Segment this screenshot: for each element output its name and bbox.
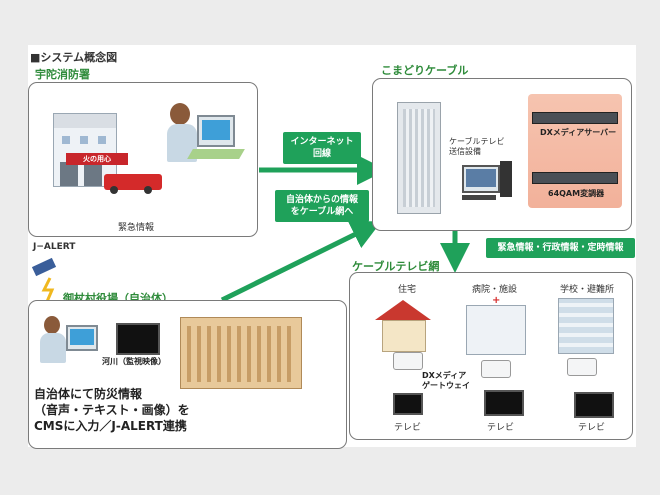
cable-title: こまどりケーブル <box>381 64 469 77</box>
modulator-unit <box>532 172 618 184</box>
site-school-label: 学校・避難所 <box>560 285 615 295</box>
network-title: ケーブルテレビ網 <box>352 260 440 273</box>
tv-label-hospital: テレビ <box>487 423 515 433</box>
keyboard-icon <box>462 195 496 200</box>
internet-line-tag: インターネット 回線 <box>283 132 361 164</box>
lightning-icon <box>41 277 55 305</box>
municipal-info-tag: 自治体からの情報 をケーブル網へ <box>275 190 369 222</box>
modulator-label: 64QAM変調器 <box>548 189 605 198</box>
pc-monitor-icon <box>462 165 500 193</box>
fire-prevention-sign: 火の用心 <box>66 153 128 165</box>
village-operator-head <box>44 316 60 334</box>
jalert-label: J−ALERT <box>33 242 76 252</box>
municipal-arrow <box>220 221 382 303</box>
site-home-label: 住宅 <box>398 285 417 295</box>
monitor-icon <box>197 115 235 147</box>
site-hospital-label: 病院・施設 <box>472 285 518 295</box>
gateway-device-home <box>393 352 423 370</box>
tv-label-home: テレビ <box>394 423 422 433</box>
house-icon <box>382 320 426 352</box>
pc-tower-icon <box>500 161 512 197</box>
cable-info-tag: 緊急情報・行政情報・定時情報 <box>486 238 635 258</box>
school-icon <box>558 298 614 354</box>
village-operator-body <box>40 333 66 363</box>
operator-head <box>170 103 190 125</box>
tv-icon-school <box>574 392 614 418</box>
tv-label-school: テレビ <box>578 423 606 433</box>
media-server-unit <box>532 112 618 124</box>
village-building <box>180 317 302 389</box>
transmission-equipment-label: ケーブルテレビ 送信設備 <box>449 137 505 156</box>
fire-truck <box>104 174 162 194</box>
river-label: 河川（監視映像） <box>102 357 166 366</box>
gateway-label: DXメディア ゲートウェイ <box>422 371 470 390</box>
house-roof <box>375 300 431 320</box>
uda-caption: 緊急情報 <box>118 223 155 233</box>
tv-icon-hospital <box>484 390 524 416</box>
diagram-header: ■システム概念図 <box>30 51 118 64</box>
tv-icon-home <box>393 393 423 415</box>
media-server-label: DXメディアサーバー <box>540 128 617 137</box>
server-rack-icon <box>397 102 441 214</box>
village-monitor-icon <box>66 325 98 351</box>
gateway-device-school <box>567 358 597 376</box>
fire-station-building <box>53 113 117 187</box>
uda-title: 宇陀消防署 <box>35 68 90 81</box>
village-description: 自治体にて防災情報 （音声・テキスト・画像）を CMSに入力／J-ALERT連携 <box>34 387 190 433</box>
gateway-device-hospital <box>481 360 511 378</box>
river-monitor-icon <box>116 323 160 355</box>
hospital-icon: + <box>466 296 526 355</box>
